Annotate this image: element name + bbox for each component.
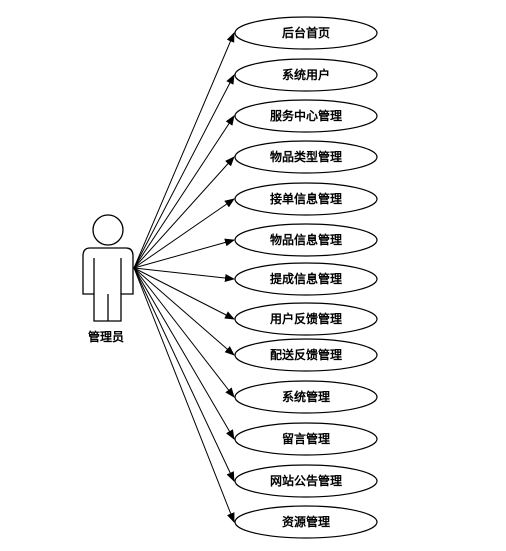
use-case-group: 后台首页系统用户服务中心管理物品类型管理接单信息管理物品信息管理提成信息管理用户… [133, 16, 378, 539]
use-case-ellipse [234, 262, 378, 296]
use-case-label: 物品信息管理 [270, 232, 342, 247]
actor-label: 管理员 [88, 329, 124, 344]
actor-head [92, 214, 124, 246]
association-arrow [133, 267, 235, 440]
use-case-label: 资源管理 [282, 514, 330, 529]
use-case-ellipse [234, 182, 378, 216]
association-arrow [133, 198, 235, 269]
use-case-ellipse [234, 140, 378, 174]
use-case-label: 系统管理 [282, 389, 330, 404]
use-case-label: 留言管理 [282, 431, 330, 446]
association-arrow [133, 267, 235, 356]
use-case-ellipse [234, 464, 378, 498]
association-arrow [133, 74, 235, 269]
use-case-label: 物品类型管理 [270, 149, 342, 164]
use-case-label: 用户反馈管理 [269, 311, 342, 326]
use-case-ellipse [234, 338, 378, 372]
use-case-ellipse [234, 99, 378, 133]
use-case-ellipse [234, 16, 378, 50]
use-case-ellipse [234, 422, 378, 456]
use-case-ellipse [234, 380, 378, 414]
association-arrow [133, 267, 235, 320]
association-arrow [133, 267, 235, 523]
actor-figure [82, 214, 134, 322]
association-arrow [133, 267, 235, 398]
association-arrow [133, 267, 235, 482]
use-case-ellipse [234, 223, 378, 257]
use-case-label: 后台首页 [282, 25, 330, 40]
use-case-ellipse [234, 505, 378, 539]
association-arrow [133, 32, 235, 269]
use-case-ellipse [234, 58, 378, 92]
use-case-label: 系统用户 [282, 67, 330, 82]
use-case-ellipse [234, 302, 378, 336]
use-case-label: 接单信息管理 [270, 191, 342, 206]
association-arrow [133, 115, 235, 269]
association-arrow [133, 267, 235, 282]
association-arrow [133, 238, 235, 269]
association-arrow [133, 156, 235, 269]
use-case-label: 服务中心管理 [270, 108, 342, 123]
use-case-label: 网站公告管理 [270, 473, 342, 488]
use-case-label: 配送反馈管理 [270, 347, 342, 362]
use-case-label: 提成信息管理 [270, 271, 342, 286]
